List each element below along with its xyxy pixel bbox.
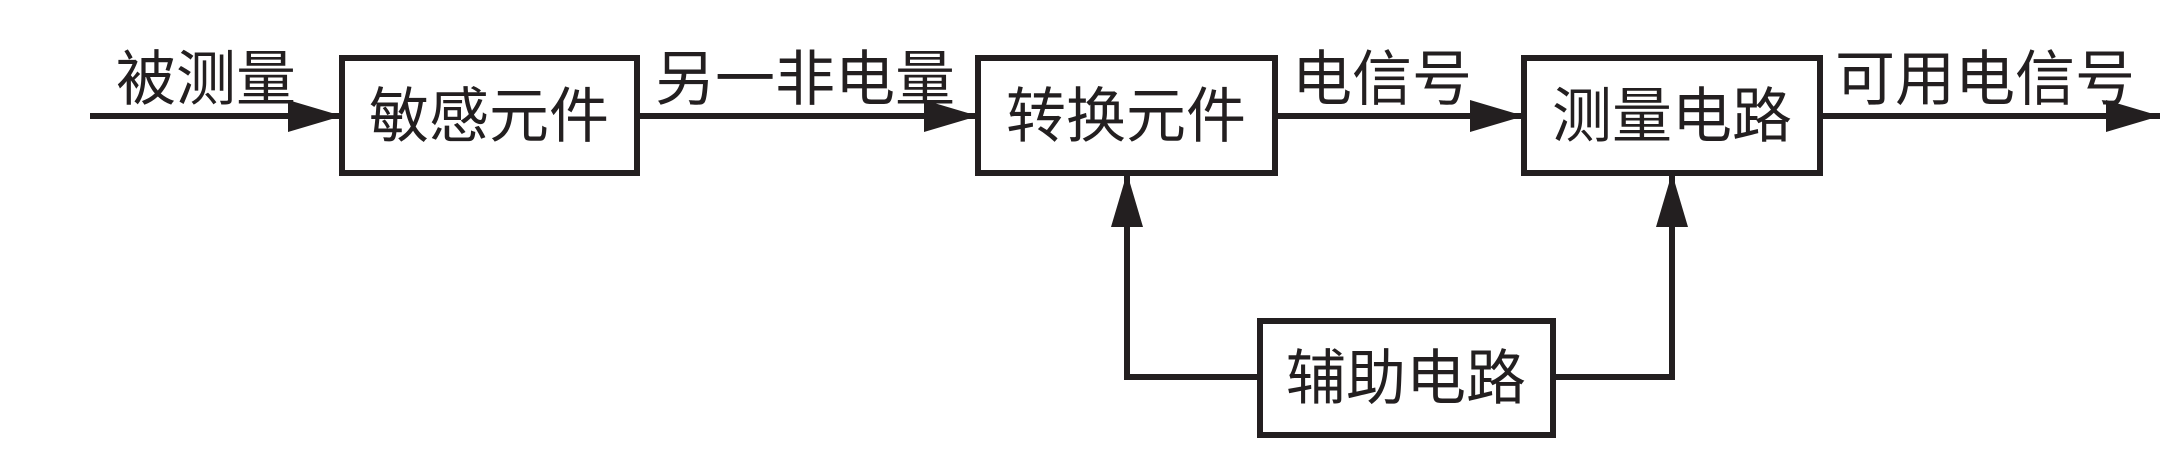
box-transduction-element-label: 转换元件 <box>1006 82 1246 152</box>
box-measurement-circuit-label: 测量电路 <box>1552 82 1792 152</box>
box-measurement-circuit-rect <box>1521 55 1823 176</box>
box-transduction-element-rect <box>975 55 1278 176</box>
box-measurement-circuit: 测量电路 <box>1521 55 1823 176</box>
arrow-auxiliary-to-transduction <box>1111 173 1260 380</box>
label-usable-electrical-signal: 可用电信号 <box>1835 45 2135 115</box>
box-auxiliary-circuit-label: 辅助电路 <box>1286 344 1526 414</box>
box-auxiliary-circuit: 辅助电路 <box>1257 318 1556 438</box>
box-transduction-element: 转换元件 <box>975 55 1278 176</box>
box-auxiliary-circuit-rect <box>1257 318 1556 438</box>
arrow-auxiliary-to-measurement <box>1553 173 1688 380</box>
box-sensitive-element: 敏感元件 <box>339 55 640 176</box>
box-sensitive-element-rect <box>339 55 640 176</box>
label-electrical-signal: 电信号 <box>1292 45 1472 115</box>
box-sensitive-element-label: 敏感元件 <box>369 82 609 152</box>
label-another-non-electrical-quantity: 另一非电量 <box>655 45 955 115</box>
label-measurand: 被测量 <box>116 45 296 115</box>
